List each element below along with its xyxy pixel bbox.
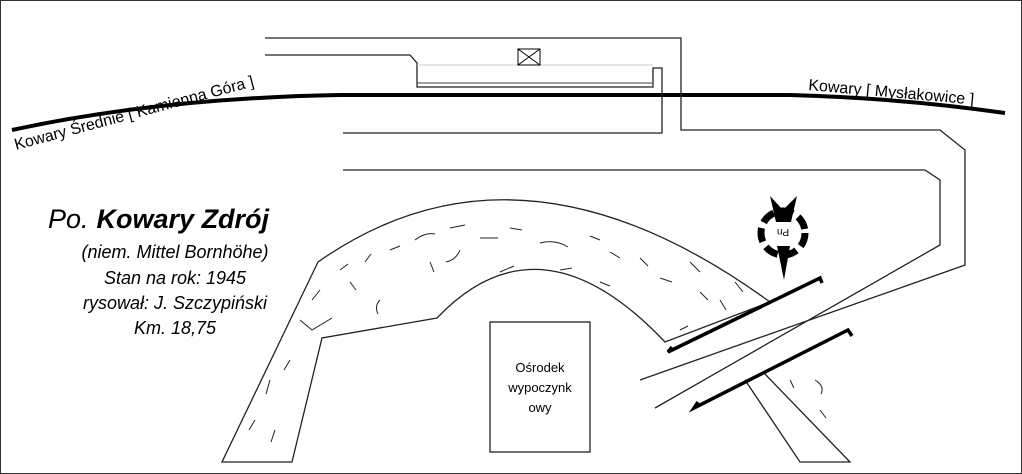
kilometer: Km. 18,75	[134, 318, 217, 338]
compass-icon: Pn	[757, 196, 809, 280]
outer-track	[265, 37, 966, 381]
embankment-right	[744, 371, 852, 463]
building-label-1: Ośrodek	[515, 360, 565, 375]
platform-upper	[666, 275, 824, 354]
state-year: Stan na rok: 1945	[104, 268, 247, 288]
compass-label: Pn	[777, 226, 789, 237]
lower-track	[343, 169, 941, 409]
left-direction-label: Kowary Średnie [ Kamienna Góra ]	[12, 72, 256, 154]
siding-track	[265, 54, 663, 134]
building-label-2: wypoczynk	[507, 380, 572, 395]
building-label-3: owy	[528, 400, 552, 415]
main-track	[11, 93, 1006, 132]
right-direction-label: Kowary [ Mysłakowice ]	[808, 77, 975, 108]
station-title: Po.Kowary Zdrój	[48, 204, 270, 234]
author: rysował: J. Szczypiński	[83, 293, 268, 313]
station-building-icon	[517, 48, 541, 66]
embankment-hatching	[248, 224, 827, 443]
german-name: (niem. Mittel Bornhöhe)	[81, 242, 268, 262]
resort-building	[489, 321, 591, 453]
platform-lower	[688, 327, 854, 413]
